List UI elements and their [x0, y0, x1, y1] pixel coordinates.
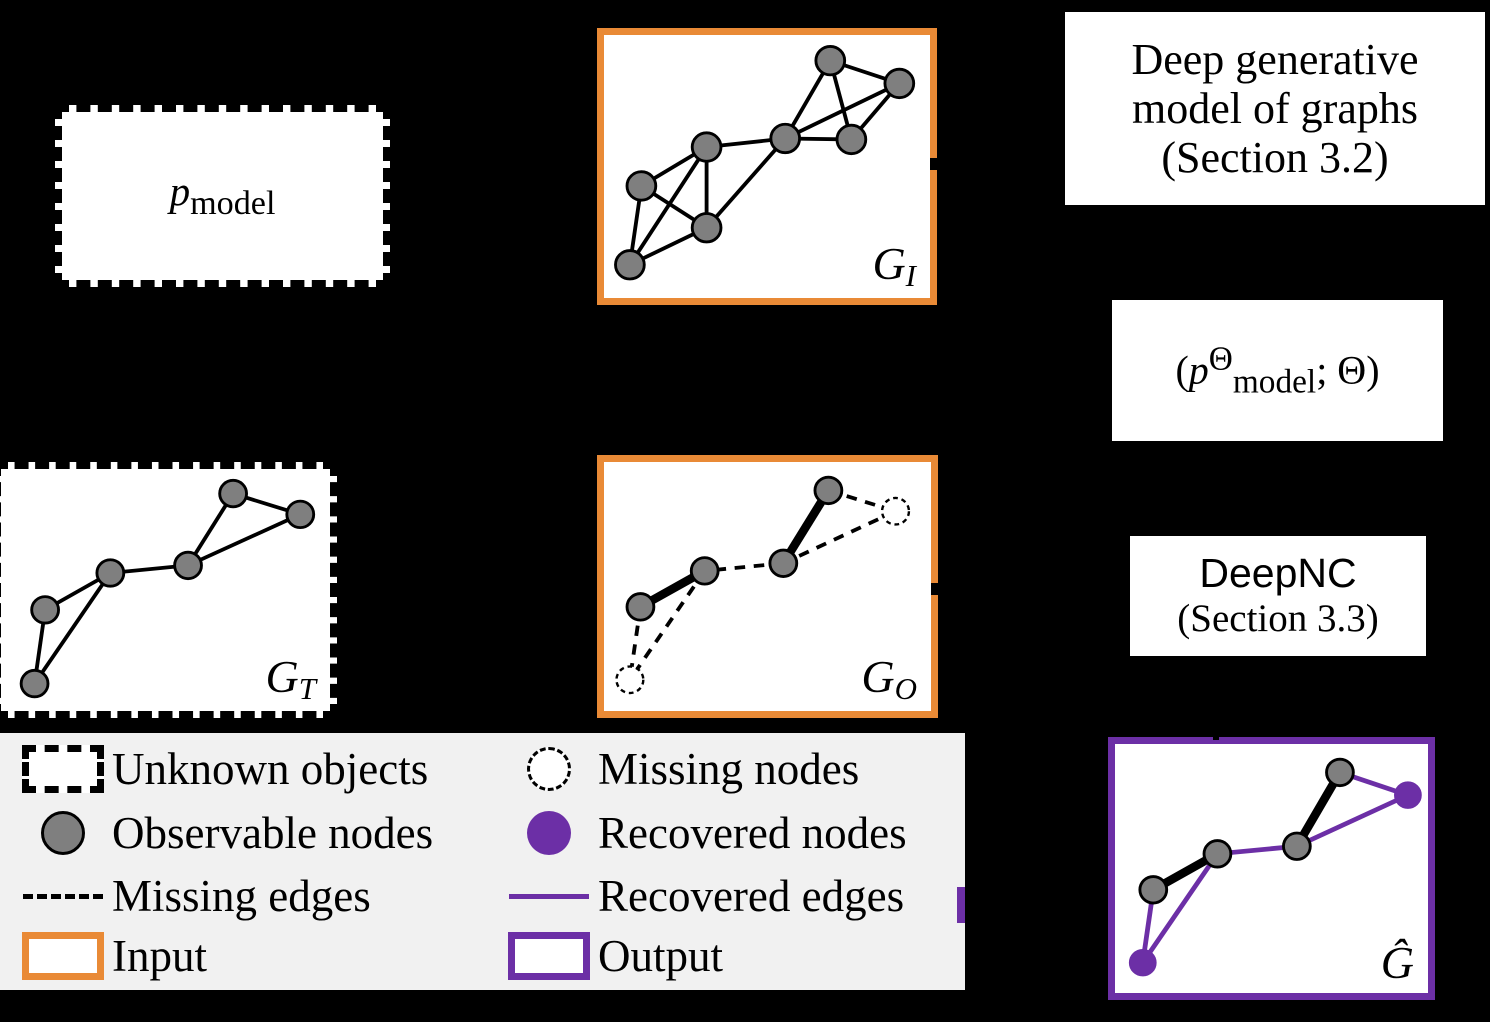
deepgen-line-3: (Section 3.2) — [1161, 133, 1389, 183]
graph-gt-label: GT — [265, 651, 316, 706]
ghat-top-notch — [1213, 735, 1219, 740]
legend-item-output: Output — [500, 926, 955, 986]
go-edge-notch — [931, 583, 940, 595]
deep-generative-model-text: Deep generative model of graphs (Section… — [1065, 35, 1485, 183]
graph-panel-go: GO — [597, 455, 938, 718]
legend-label-missing-edges: Missing edges — [112, 871, 371, 921]
deepnc-box: DeepNC (Section 3.3) — [1130, 536, 1426, 656]
graph-gi-label: GI — [872, 238, 916, 293]
legend-item-recovered-edges: Recovered edges — [500, 866, 955, 926]
graph-gt-svg — [19, 478, 316, 699]
legend-label-input: Input — [112, 931, 207, 981]
purple-rect-icon — [500, 932, 598, 980]
graph-panel-gt: GT — [0, 462, 337, 718]
deepnc-text: DeepNC (Section 3.3) — [1130, 550, 1426, 641]
graph-gi-svg — [614, 44, 916, 281]
legend-column-right: Missing nodes Recovered nodes Recovered … — [500, 733, 955, 990]
legend-item-unknown-objects: Unknown objects — [14, 739, 484, 799]
deep-generative-model-box: Deep generative model of graphs (Section… — [1065, 12, 1485, 205]
graph-go-svg — [615, 475, 911, 695]
legend-item-observable-nodes: Observable nodes — [14, 803, 484, 863]
legend: Unknown objects Observable nodes Missing… — [0, 733, 965, 990]
legend-item-input: Input — [14, 926, 484, 986]
legend-label-recovered-edges: Recovered edges — [598, 871, 905, 921]
legend-item-missing-nodes: Missing nodes — [500, 739, 955, 799]
legend-column-left: Unknown objects Observable nodes Missing… — [14, 733, 484, 990]
legend-label-output: Output — [598, 931, 724, 981]
orange-rect-icon — [14, 932, 112, 980]
pmodel-label: pmodel — [169, 167, 276, 222]
legend-item-missing-edges: Missing edges — [14, 866, 484, 926]
dashed-rect-icon — [14, 745, 112, 793]
deepnc-title: DeepNC — [1199, 550, 1357, 597]
unknown-model-box: pmodel — [55, 105, 390, 287]
legend-label-observable-nodes: Observable nodes — [112, 808, 434, 858]
graph-panel-ghat: Ĝ — [1108, 737, 1435, 1000]
dashed-line-icon — [14, 893, 112, 899]
gi-edge-notch — [930, 158, 939, 170]
graph-panel-gi: GI — [597, 28, 937, 305]
graph-ghat-label: Ĝ — [1380, 937, 1414, 988]
legend-label-missing-nodes: Missing nodes — [598, 744, 860, 794]
deepgen-line-2: model of graphs — [1132, 83, 1418, 133]
open-circle-icon — [500, 747, 598, 791]
graph-ghat-svg — [1128, 757, 1422, 977]
deepnc-subtitle: (Section 3.3) — [1177, 597, 1379, 641]
graph-go-label: GO — [861, 651, 917, 706]
parameterized-model-label: (pΘmodel; Θ) — [1175, 340, 1380, 401]
legend-edge-notch — [957, 887, 965, 923]
legend-label-recovered-nodes: Recovered nodes — [598, 808, 907, 858]
legend-item-recovered-nodes: Recovered nodes — [500, 803, 955, 863]
legend-label-unknown-objects: Unknown objects — [112, 744, 429, 794]
parameterized-model-box: (pΘmodel; Θ) — [1112, 300, 1443, 441]
deepgen-line-1: Deep generative — [1131, 34, 1419, 84]
purple-circle-icon — [500, 811, 598, 855]
gray-circle-icon — [14, 811, 112, 855]
purple-line-icon — [500, 893, 598, 899]
